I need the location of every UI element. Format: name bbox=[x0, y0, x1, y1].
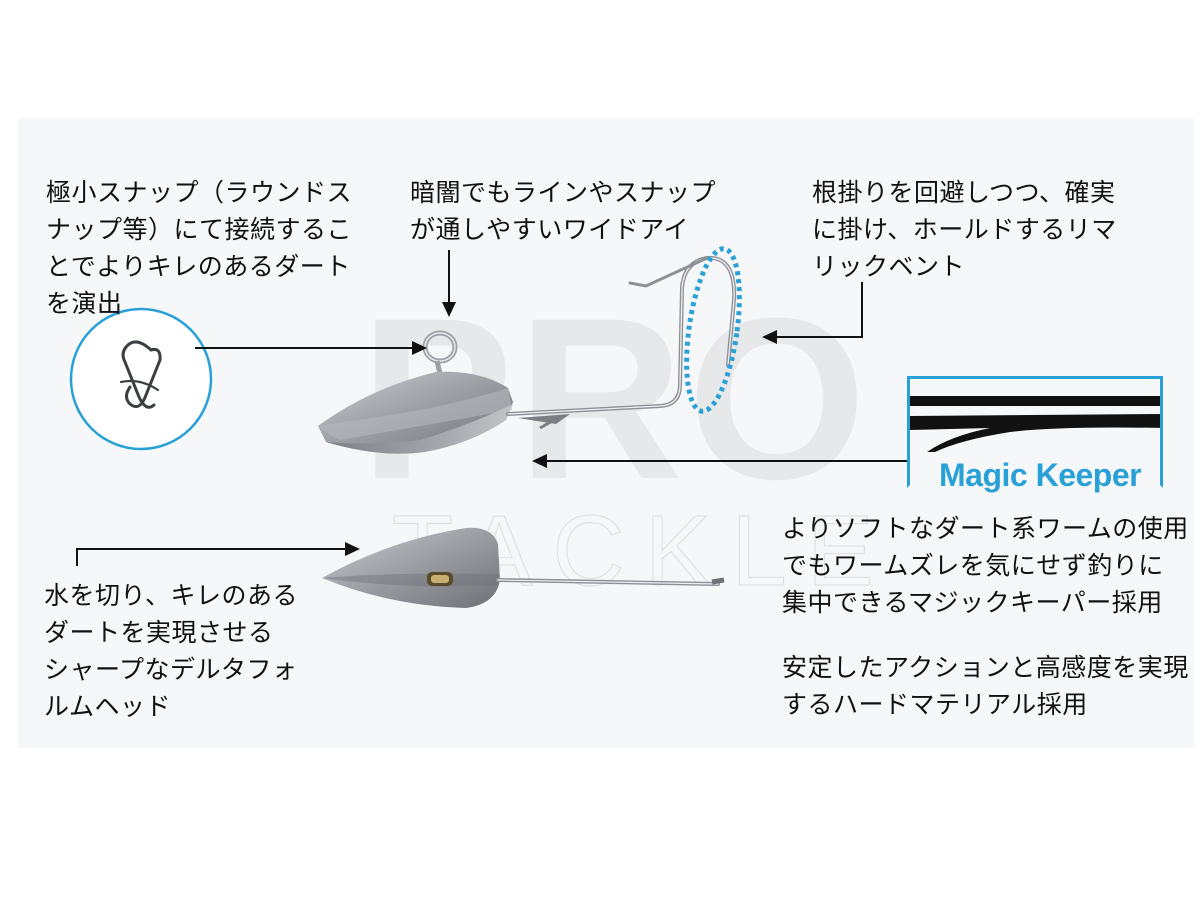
arrow-rema-bent bbox=[762, 282, 863, 344]
label-wide-eye: 暗闇でもラインやスナップ が通しやすいワイドアイ bbox=[410, 178, 717, 244]
label-snap: 極小スナップ（ラウンドス ナップ等）にて接続するこ とでよりキレのあるダート を… bbox=[46, 178, 353, 318]
jig-head-top bbox=[322, 527, 725, 608]
magic-keeper-logo-graphic bbox=[910, 396, 1163, 452]
magic-keeper-logo-frame bbox=[907, 376, 1163, 488]
bend-highlight bbox=[684, 246, 742, 414]
jig-head-side bbox=[318, 255, 737, 454]
arrow-delta-head bbox=[76, 542, 360, 566]
label-rema-bent: 根掛りを回避しつつ、確実 に掛け、ホールドするリマ リックベント bbox=[812, 178, 1117, 281]
label-magic-keeper: よりソフトなダート系ワームの使用 でもワームズレを気にせず釣りに 集中できるマジ… bbox=[782, 514, 1189, 617]
label-hard-material: 安定したアクションと高感度を実現 するハードマテリアル採用 bbox=[782, 653, 1189, 719]
label-delta-head: 水を切り、キレのある ダートを実現させる シャープなデルタフォ ルムヘッド bbox=[44, 581, 299, 721]
snap-illustration bbox=[69, 307, 213, 451]
magic-keeper-logo-text: Magic Keeper bbox=[934, 456, 1147, 494]
arrows bbox=[76, 250, 907, 566]
